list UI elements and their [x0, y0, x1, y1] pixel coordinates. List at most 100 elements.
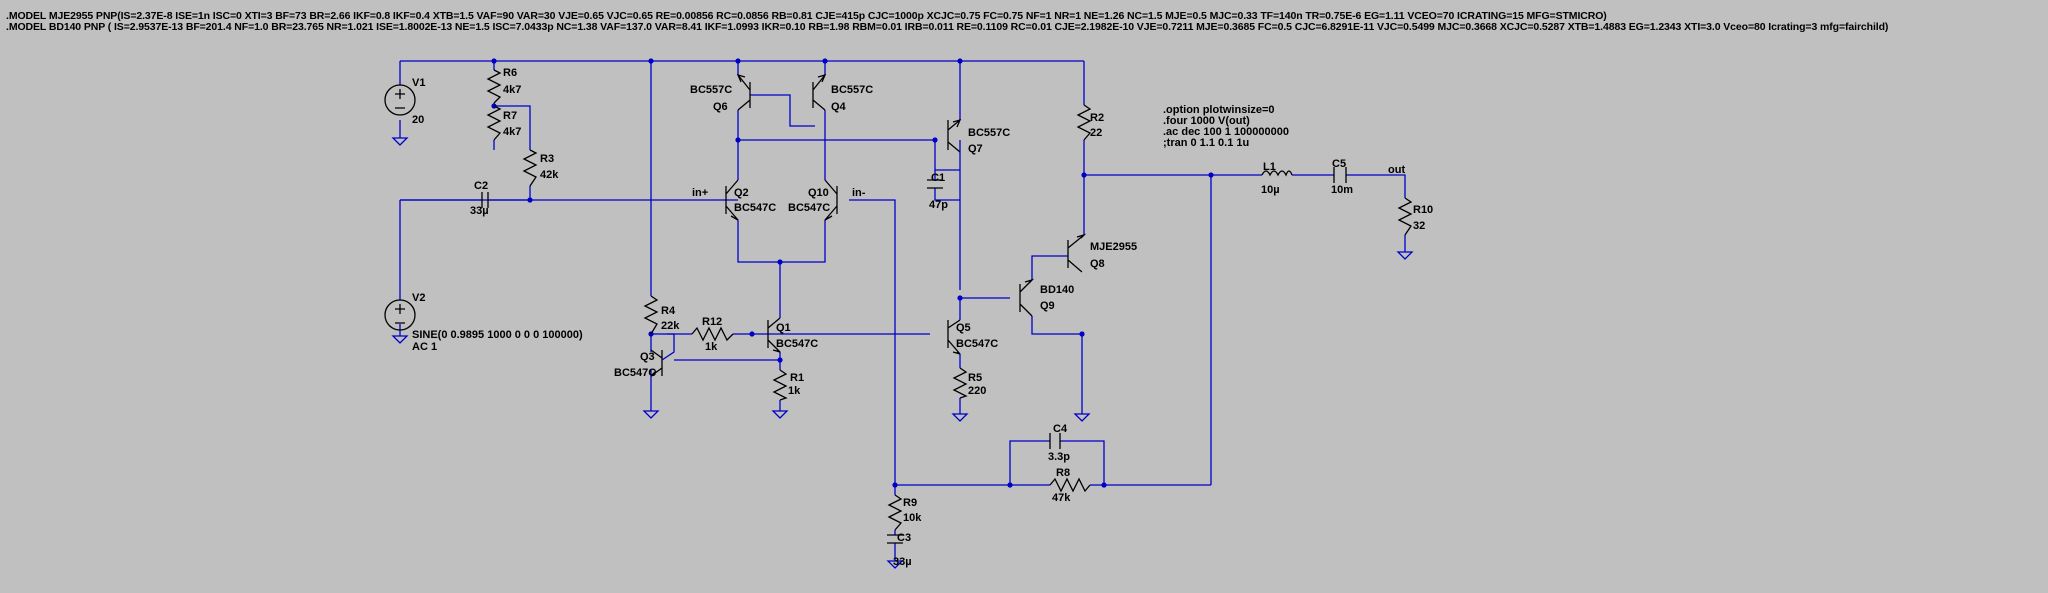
directive-2: .four 1000 V(out) [1163, 115, 1250, 127]
q3-model: BC547C [614, 367, 656, 379]
junction-dot [932, 137, 938, 143]
junction-dot [957, 295, 963, 301]
r8-resistor [1049, 477, 1091, 493]
r3-value: 42k [540, 169, 559, 181]
r12-value: 1k [705, 341, 718, 353]
r10-resistor [1397, 197, 1413, 236]
junction-dot [491, 58, 497, 64]
c1-name: C1 [931, 172, 945, 184]
q8-name: Q8 [1090, 258, 1105, 270]
q2-transistor [725, 179, 739, 221]
q7-model: BC557C [968, 127, 1010, 139]
q4-model: BC557C [831, 84, 873, 96]
c4-capacitor [1049, 433, 1061, 449]
q2-model: BC547C [734, 202, 776, 214]
junction-dot [1208, 172, 1214, 178]
r5-name: R5 [968, 372, 982, 384]
q9-transistor [1019, 278, 1035, 317]
r12-resistor [691, 326, 734, 342]
junction-dot [777, 357, 783, 363]
symbols [384, 69, 1413, 544]
r4-name: R4 [661, 305, 676, 317]
q9-model: BD140 [1040, 284, 1074, 296]
c2-name: C2 [474, 180, 488, 192]
q10-model: BC547C [788, 202, 830, 214]
r5-value: 220 [968, 385, 986, 397]
r4-resistor [643, 295, 659, 335]
q5-transistor [947, 319, 961, 355]
c3-name: C3 [897, 532, 911, 544]
model-bd140: .MODEL BD140 PNP ( IS=2.9537E-13 BF=201.… [6, 21, 1889, 33]
v1-source [384, 84, 416, 116]
junction-dot [777, 259, 783, 265]
r7-resistor [486, 105, 502, 141]
v1-name: V1 [412, 77, 425, 89]
q1-model: BC547C [776, 338, 818, 350]
r10-name: R10 [1413, 204, 1433, 216]
r2-resistor [1076, 104, 1092, 141]
ground-symbol [1397, 245, 1413, 260]
r9-name: R9 [903, 497, 917, 509]
q5-model: BC547C [956, 338, 998, 350]
r5-resistor [952, 367, 968, 399]
junctions [491, 58, 1214, 488]
ground-symbol [643, 404, 659, 419]
r9-value: 10k [903, 512, 922, 524]
r6-resistor [486, 69, 502, 104]
net-in-plus: in+ [692, 187, 708, 199]
q3-name: Q3 [640, 351, 655, 363]
junction-dot [822, 58, 828, 64]
c5-capacitor [1333, 167, 1347, 183]
c1-value: 47p [929, 199, 948, 211]
ground-symbol [1074, 407, 1090, 422]
r8-value: 47k [1052, 492, 1071, 504]
v2-name: V2 [412, 292, 425, 304]
ground-symbol [952, 407, 968, 422]
r7-name: R7 [503, 110, 517, 122]
directive-3: .ac dec 100 1 100000000 [1163, 126, 1289, 138]
model-mje2955: .MODEL MJE2955 PNP(IS=2.37E-8 ISE=1n ISC… [6, 10, 1607, 22]
ground-symbol [392, 131, 408, 146]
c2-value: 33µ [470, 205, 489, 217]
q7-transistor [947, 118, 962, 153]
l1-inductor [1261, 170, 1293, 177]
q10-transistor [824, 179, 838, 221]
c5-name: C5 [1332, 158, 1346, 170]
junction-dot [749, 331, 755, 337]
junction-dot [648, 58, 654, 64]
q6-transistor [736, 73, 751, 111]
r1-value: 1k [788, 385, 801, 397]
r9-resistor [887, 494, 903, 531]
c2-capacitor [481, 192, 489, 208]
junction-dot [735, 137, 741, 143]
ground-symbol [772, 404, 788, 419]
junction-dot [1007, 482, 1013, 488]
r12-name: R12 [702, 316, 722, 328]
r1-name: R1 [790, 372, 804, 384]
c5-value: 10m [1331, 184, 1353, 196]
l1-name: L1 [1263, 161, 1276, 173]
directive-1: .option plotwinsize=0 [1163, 104, 1275, 116]
ground-symbol [392, 329, 408, 344]
q3-transistor [650, 349, 663, 377]
q6-model: BC557C [690, 84, 732, 96]
q4-name: Q4 [831, 101, 847, 113]
q9-name: Q9 [1040, 300, 1055, 312]
q10-name: Q10 [808, 187, 829, 199]
q8-transistor [1067, 233, 1087, 273]
labels: V1 20 V2 SINE(0 0.9895 1000 0 0 0 100000… [412, 67, 1433, 568]
q1-transistor [767, 317, 781, 353]
junction-dot [1101, 482, 1107, 488]
junction-dot [1079, 331, 1085, 337]
q8-model: MJE2955 [1090, 241, 1137, 253]
r3-name: R3 [540, 153, 554, 165]
q5-name: Q5 [956, 322, 971, 334]
q4-transistor [812, 73, 827, 111]
c1-capacitor [927, 179, 943, 189]
v1-value: 20 [412, 114, 424, 126]
q6-name: Q6 [713, 101, 728, 113]
r7-value: 4k7 [503, 126, 521, 138]
r6-value: 4k7 [503, 84, 521, 96]
c4-name: C4 [1053, 423, 1068, 435]
